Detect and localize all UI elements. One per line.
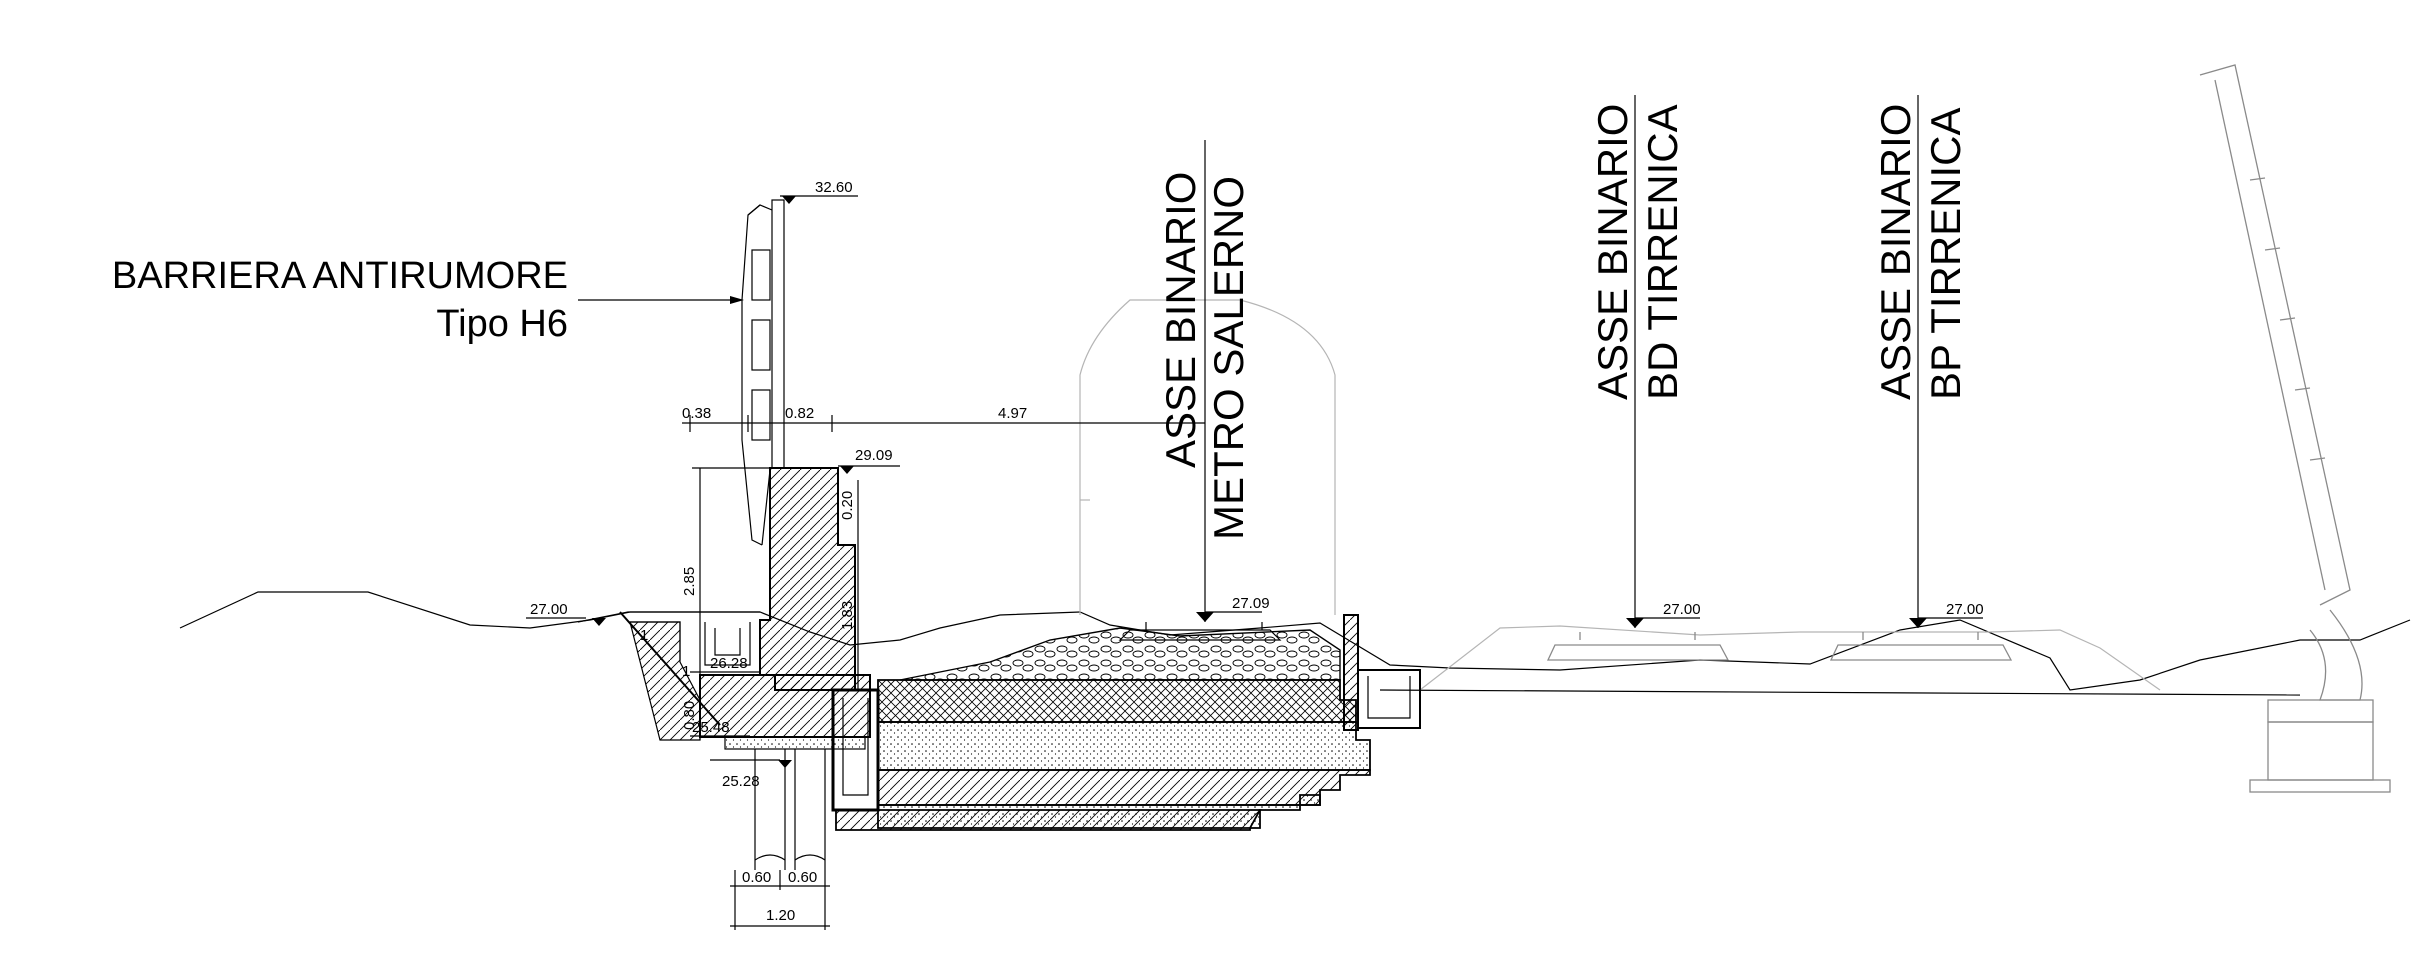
- noise-barrier-right: [2199, 64, 2391, 793]
- barrier-leader: [578, 296, 744, 304]
- elev-ditch: 26.28: [710, 655, 748, 672]
- dim-497: 4.97: [998, 405, 1027, 422]
- metro-track: [1118, 622, 1282, 641]
- elev-pile-top: 25.28: [722, 773, 760, 790]
- barrier-title: BARRIERA ANTIRUMORE: [112, 255, 568, 297]
- axis-metro-line2: METRO SALERNO: [1205, 176, 1252, 540]
- dim-120: 1.20: [766, 907, 795, 924]
- elev-metro-rail: 27.09: [1232, 595, 1270, 612]
- dim-060-left: 0.60: [742, 869, 771, 886]
- elev-wall-top: 29.09: [855, 447, 893, 464]
- drain-channel: [704, 622, 751, 666]
- bd-track: [1546, 632, 1730, 661]
- slope-ratio-a: 1: [640, 627, 648, 644]
- dim-285: 2.85: [681, 567, 698, 596]
- elev-bd-rail: 27.00: [1663, 601, 1701, 618]
- axis-bp-line1: ASSE BINARIO: [1872, 104, 1919, 400]
- axis-metro-line1: ASSE BINARIO: [1157, 172, 1204, 468]
- dimension-lines: [682, 415, 1205, 930]
- noise-barrier-left: [741, 199, 785, 546]
- dim-060-right: 0.60: [788, 869, 817, 886]
- axis-bd-line2: BD TIRRENICA: [1639, 104, 1686, 400]
- subbase-layers: [835, 627, 1371, 831]
- bp-track: [1829, 632, 2013, 661]
- dim-082: 0.82: [785, 405, 814, 422]
- axis-bd-line1: ASSE BINARIO: [1589, 104, 1636, 400]
- elev-foundation: 25.48: [692, 719, 730, 736]
- right-channel: [1343, 614, 1421, 731]
- elev-barrier-top: 32.60: [815, 179, 853, 196]
- track-axes: [1196, 95, 1927, 628]
- elevation-markers: [526, 195, 1983, 768]
- elev-left-ground: 27.00: [530, 601, 568, 618]
- dim-020: 0.20: [839, 491, 856, 520]
- dim-080: 0.80: [681, 701, 698, 730]
- retaining-wall: [699, 467, 871, 750]
- dim-038: 0.38: [682, 405, 711, 422]
- dim-183: 1.83: [839, 601, 856, 630]
- barrier-type: Tipo H6: [436, 303, 568, 345]
- elev-bp-rail: 27.00: [1946, 601, 1984, 618]
- metro-train-gauge: [1079, 299, 1336, 615]
- slope-ratio-b: 1: [682, 663, 690, 680]
- axis-bp-line2: BP TIRRENICA: [1922, 107, 1969, 400]
- piles: [754, 749, 826, 870]
